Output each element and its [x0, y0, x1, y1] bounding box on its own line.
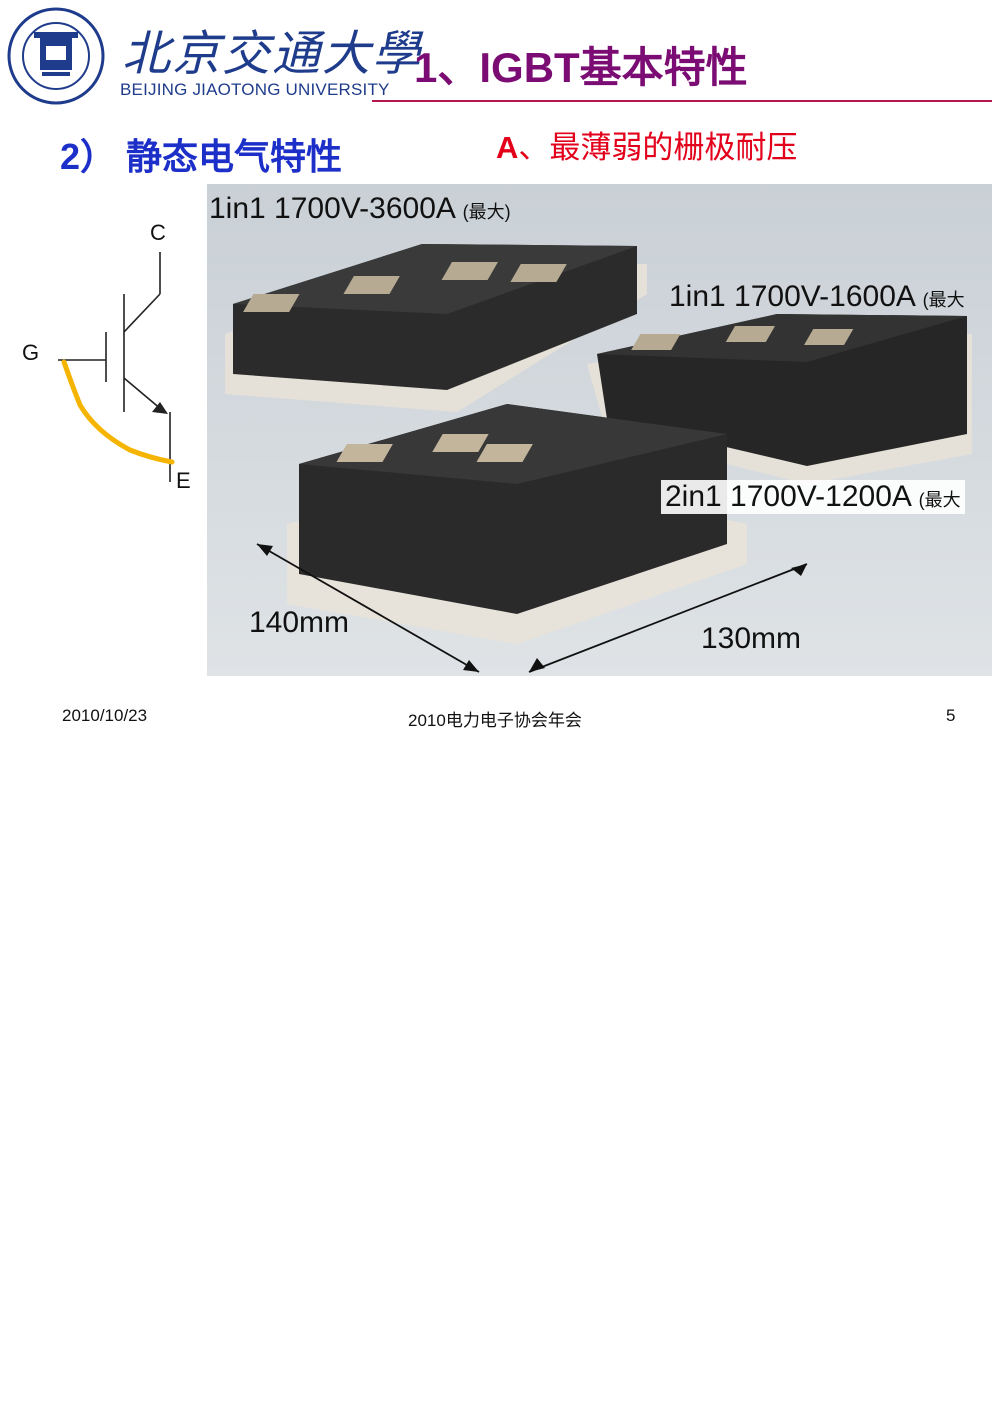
igbt-modules-photo: 1in1 1700V-3600A (最大) 1in1 1700V-1600A (… — [207, 184, 992, 676]
subheading-prefix: A — [496, 130, 519, 165]
module-2-label: 1in1 1700V-1600A (最大 — [669, 280, 965, 314]
module-1-note: (最大) — [462, 202, 511, 222]
title-divider — [372, 100, 992, 102]
module-3-shape — [287, 404, 747, 644]
terminal-e-label: E — [176, 468, 191, 493]
dimension-140mm: 140mm — [249, 606, 350, 639]
module-3-rating: 2in1 1700V-1200A — [665, 480, 911, 513]
modules-illustration — [207, 184, 992, 676]
footer-date: 2010/10/23 — [62, 706, 148, 725]
subheading: A、最薄弱的栅极耐压 — [496, 122, 797, 167]
module-3-note: (最大 — [918, 490, 961, 510]
subheading-text: 、最薄弱的栅极耐压 — [518, 130, 798, 165]
section-heading: 2） 静态电气特性 — [60, 136, 343, 177]
footer-page-number: 5 — [946, 706, 956, 725]
university-seal-icon — [7, 7, 105, 105]
terminal-g-label: G — [22, 340, 39, 365]
logo-wordmark-cn: 北京交通大學 — [122, 26, 423, 82]
module-1-rating: 1in1 1700V-3600A — [209, 192, 455, 225]
module-1-shape — [225, 244, 647, 412]
dimension-130mm: 130mm — [701, 622, 802, 655]
terminal-c-label: C — [150, 220, 166, 245]
module-2-rating: 1in1 1700V-1600A — [669, 280, 915, 313]
logo-wordmark-en: BEIJING JIAOTONG UNIVERSITY — [120, 80, 390, 99]
slide-title: 1、IGBT基本特性 — [414, 44, 748, 91]
module-1-label: 1in1 1700V-3600A (最大) — [209, 192, 511, 226]
footer-event: 2010电力电子协会年会 — [408, 711, 582, 730]
module-2-note: (最大 — [922, 290, 965, 310]
igbt-circuit-symbol: C G E — [22, 220, 191, 493]
module-3-label: 2in1 1700V-1200A (最大 — [661, 480, 965, 514]
